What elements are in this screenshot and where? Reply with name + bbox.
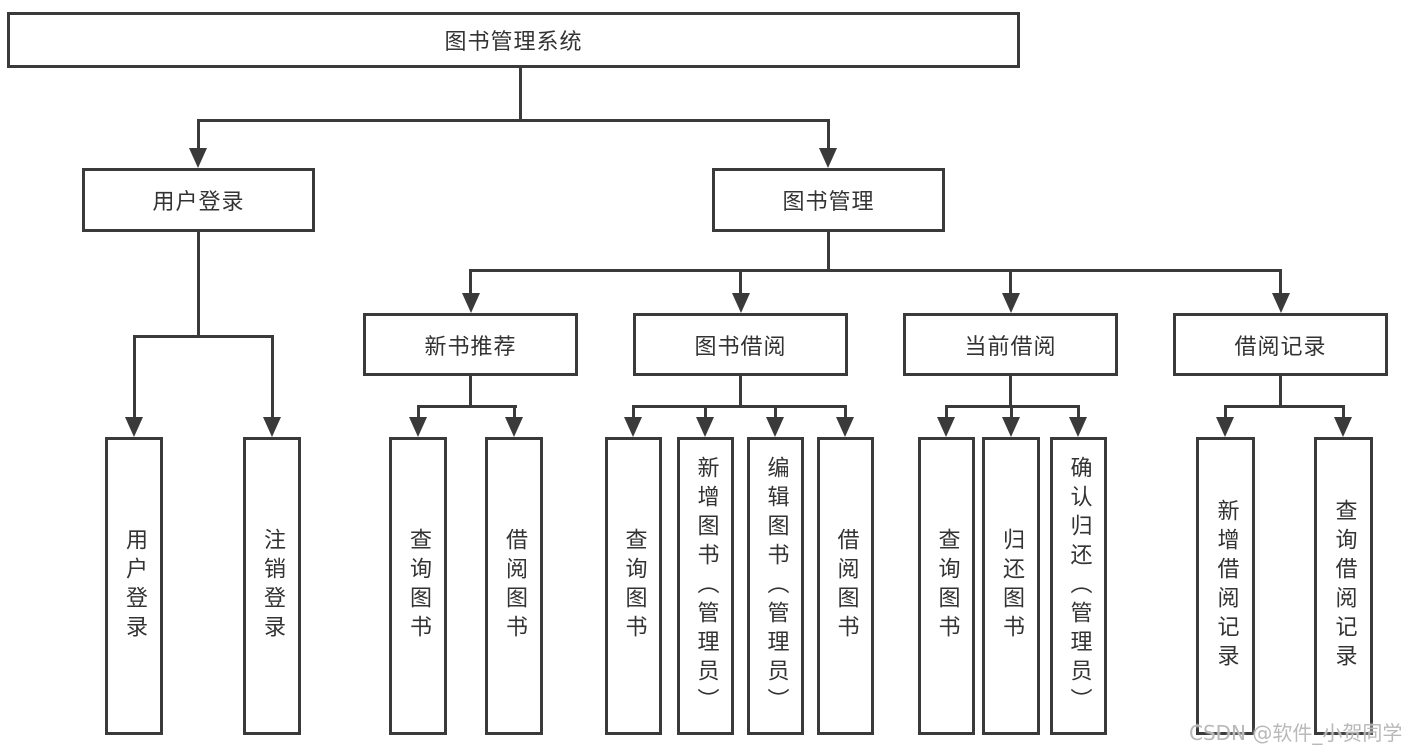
arrowhead-login-logout: [263, 417, 281, 437]
arrowhead-records: [1272, 293, 1290, 313]
node-book-borrow: 图书借阅: [633, 313, 848, 376]
arrowhead-borrow-edit: [766, 417, 784, 437]
arrowhead-records-add: [1216, 417, 1234, 437]
connector-borrow-query-stem: [632, 405, 635, 419]
connector-mgmt-bar: [469, 269, 1282, 272]
connector-records-down: [1279, 376, 1282, 408]
arrowhead-borrow-add: [696, 417, 714, 437]
node-new-book-recommend: 新书推荐: [363, 313, 578, 376]
connector-recommend-query-stem: [417, 405, 420, 419]
leaf-recommend-query-books-label: 查询图书: [406, 528, 431, 644]
connector-borrow-borrow-stem: [844, 405, 847, 419]
arrowhead-borrow: [732, 293, 750, 313]
connector-borrow-edit-stem: [774, 405, 777, 419]
connector-recommend-bar: [417, 405, 517, 408]
connector-current-stem: [1009, 269, 1012, 295]
arrowhead-current-confirm: [1069, 417, 1087, 437]
node-book-borrow-label: 图书借阅: [694, 334, 787, 360]
connector-borrow-add-stem: [704, 405, 707, 419]
leaf-borrow-edit-books-label: 编辑图书（管理员）: [763, 455, 789, 717]
connector-records-bar: [1224, 405, 1345, 408]
leaf-records-query-record-label: 查询借阅记录: [1331, 499, 1357, 673]
arrowhead-current-query: [937, 417, 955, 437]
arrowhead-borrow-borrow: [836, 417, 854, 437]
csdn-watermark: CSDN @软件_小贺同学: [1189, 721, 1403, 745]
connector-root-stem: [519, 68, 522, 120]
node-book-mgmt: 图书管理: [712, 168, 945, 232]
connector-mgmt-stem: [827, 119, 830, 150]
arrowhead-borrow-query: [624, 417, 642, 437]
connector-login-down: [197, 232, 200, 338]
leaf-current-return-books: 归还图书: [982, 437, 1040, 735]
connector-root-bar: [197, 119, 830, 122]
connector-recommend-down: [469, 376, 472, 408]
leaf-recommend-borrow-books-label: 借阅图书: [502, 528, 527, 644]
arrowhead-recommend-borrow: [505, 417, 523, 437]
node-borrow-records: 借阅记录: [1173, 313, 1388, 376]
leaf-borrow-borrow-books-label: 借阅图书: [833, 528, 859, 644]
node-current-borrow-label: 当前借阅: [964, 334, 1057, 360]
node-borrow-records-label: 借阅记录: [1234, 334, 1327, 360]
arrowhead-mgmt: [819, 148, 837, 168]
connector-current-return-stem: [1010, 405, 1013, 419]
arrowhead-current: [1002, 293, 1020, 313]
node-root-label: 图书管理系统: [444, 30, 583, 55]
node-root: 图书管理系统: [7, 12, 1020, 68]
arrowhead-login-user: [125, 417, 143, 437]
connector-login-logout-stem: [271, 335, 274, 419]
connector-login-bar: [133, 335, 274, 338]
connector-borrow-down: [739, 376, 742, 408]
arrowhead-current-return: [1002, 417, 1020, 437]
connector-current-confirm-stem: [1077, 405, 1080, 419]
leaf-borrow-add-books-label: 新增图书（管理员）: [693, 455, 719, 717]
arrowhead-recommend-query: [409, 417, 427, 437]
leaf-records-add-record: 新增借阅记录: [1196, 437, 1255, 735]
connector-records-stem: [1279, 269, 1282, 295]
node-user-login: 用户登录: [82, 168, 315, 232]
leaf-logout-login: 注销登录: [243, 437, 301, 735]
leaf-current-confirm-return-label: 确认归还（管理员）: [1066, 455, 1092, 717]
leaf-logout-login-label: 注销登录: [260, 528, 285, 644]
leaf-current-query-books: 查询图书: [918, 437, 975, 735]
leaf-borrow-borrow-books: 借阅图书: [817, 437, 874, 735]
connector-borrow-stem: [739, 269, 742, 295]
node-book-mgmt-label: 图书管理: [782, 190, 875, 215]
connector-records-query-stem: [1342, 405, 1345, 419]
connector-borrow-bar: [632, 405, 847, 408]
connector-mgmt-down: [827, 232, 830, 272]
connector-recommend-stem: [469, 269, 472, 295]
node-user-login-label: 用户登录: [152, 190, 245, 215]
connector-login-user-stem: [133, 335, 136, 419]
connector-recommend-borrow-stem: [513, 405, 516, 419]
leaf-current-return-books-label: 归还图书: [999, 528, 1024, 644]
arrowhead-recommend: [462, 293, 480, 313]
connector-login-stem: [197, 119, 200, 150]
leaf-current-confirm-return: 确认归还（管理员）: [1050, 437, 1107, 735]
arrowhead-login: [189, 148, 207, 168]
leaf-borrow-add-books: 新增图书（管理员）: [677, 437, 734, 735]
leaf-user-login: 用户登录: [105, 437, 163, 735]
leaf-borrow-query-books-label: 查询图书: [621, 528, 647, 644]
leaf-recommend-borrow-books: 借阅图书: [485, 437, 543, 735]
leaf-borrow-query-books: 查询图书: [605, 437, 662, 735]
connector-current-down: [1009, 376, 1012, 408]
node-current-borrow: 当前借阅: [903, 313, 1118, 376]
connector-current-query-stem: [945, 405, 948, 419]
arrowhead-records-query: [1334, 417, 1352, 437]
leaf-user-login-label: 用户登录: [122, 528, 147, 644]
node-new-book-recommend-label: 新书推荐: [424, 334, 517, 360]
connector-records-add-stem: [1224, 405, 1227, 419]
leaf-current-query-books-label: 查询图书: [934, 528, 960, 644]
leaf-borrow-edit-books: 编辑图书（管理员）: [747, 437, 804, 735]
leaf-records-query-record: 查询借阅记录: [1314, 437, 1373, 735]
leaf-recommend-query-books: 查询图书: [389, 437, 447, 735]
leaf-records-add-record-label: 新增借阅记录: [1213, 499, 1239, 673]
